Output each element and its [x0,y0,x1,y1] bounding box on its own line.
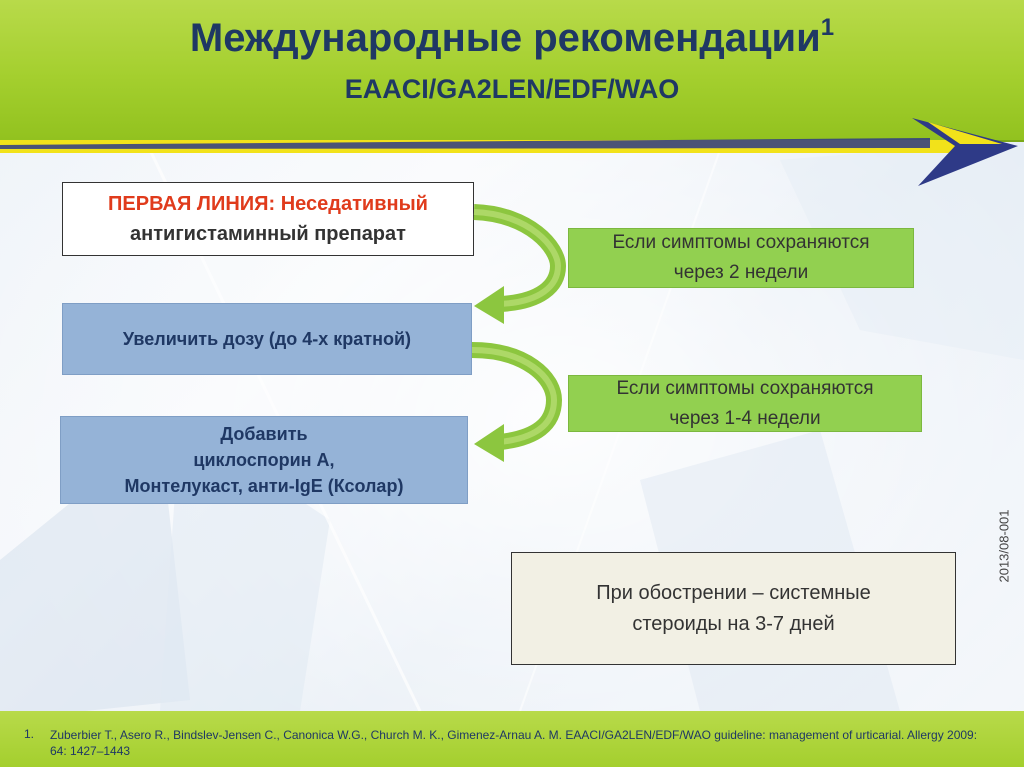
footer-bar: 1. Zuberbier T., Asero R., Bindslev-Jens… [0,711,1024,767]
exacerbation-box: При обострении – системные стероиды на 3… [511,552,956,665]
page-title: Международные рекомендации1 [189,14,835,60]
condition-2-text-1: Если симптомы сохраняются [616,377,874,399]
slide-code-label: 2013/08-001 [996,509,1012,583]
header-bar: Международные рекомендации1 EAACI/GA2LEN… [0,0,1024,142]
page-subtitle: EAACI/GA2LEN/EDF/WAO [344,74,680,104]
condition-box-2-weeks: Если симптомы сохраняются через 2 недели [568,228,914,288]
add-therapy-box: Добавить циклоспорин А, Монтелукаст, ант… [60,416,468,504]
condition-box-1-4-weeks: Если симптомы сохраняются через 1-4 неде… [568,375,922,432]
footnote-reference: Zuberbier T., Asero R., Bindslev-Jensen … [50,728,978,758]
condition-1-text-1: Если симптомы сохраняются [612,232,870,253]
title-footnote-marker: 1 [820,14,835,41]
increase-dose-text: Увеличить дозу (до 4-х кратной) [122,329,412,349]
header-arrow-band [0,118,1018,186]
curved-arrow-1 [473,204,567,324]
curved-arrow-2 [471,342,563,462]
first-line-text-1: ПЕРВАЯ ЛИНИЯ: Неседативный [108,193,428,215]
first-line-box: ПЕРВАЯ ЛИНИЯ: Неседативный антигистаминн… [62,182,474,256]
first-line-text-2: антигистаминный препарат [130,223,406,245]
add-therapy-text-3: Монтелукаст, анти-IgE (Ксолар) [124,476,404,496]
add-therapy-text-2: циклоспорин А, [193,450,335,470]
exacerbation-text-1: При обострении – системные [596,581,871,604]
increase-dose-box: Увеличить дозу (до 4-х кратной) [62,303,472,375]
condition-1-text-2: через 2 недели [673,262,809,283]
exacerbation-text-2: стероиды на 3-7 дней [632,612,835,635]
add-therapy-text-1: Добавить [220,424,308,444]
condition-2-text-2: через 1-4 недели [669,407,821,429]
footnote-number: 1. [24,727,35,741]
